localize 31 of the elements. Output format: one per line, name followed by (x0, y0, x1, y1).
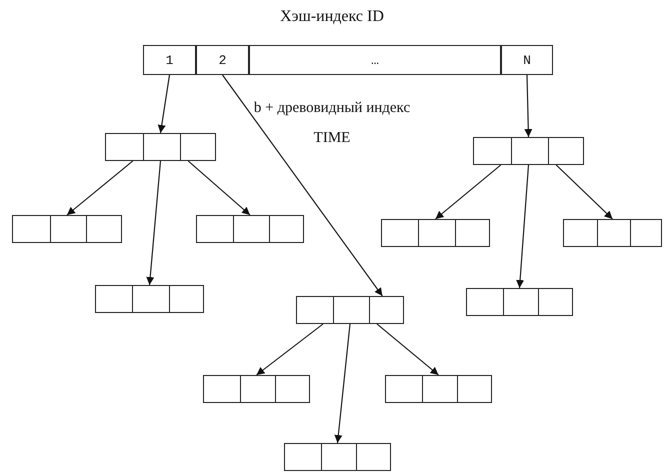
tree-node-box (95, 285, 204, 313)
index-label: b + древовидный индекс (252, 100, 412, 117)
arrow (376, 324, 439, 376)
tree-node-box (381, 219, 490, 247)
tree-node-box (466, 288, 573, 316)
index-label: TIME (312, 130, 352, 147)
tree-node-box (385, 375, 492, 403)
arrow (146, 160, 162, 286)
arrow (556, 164, 613, 220)
arrow (256, 324, 324, 376)
tree-node-box (12, 215, 122, 243)
tree-node-box (105, 133, 216, 161)
arrow (66, 160, 134, 216)
hash-table-slot: 2 (196, 45, 249, 75)
arrow (524, 74, 532, 138)
diagram-title: Хэш-индекс ID (279, 8, 385, 26)
tree-node-box (284, 443, 391, 471)
arrow (222, 74, 383, 296)
hash-table-slot: N (501, 45, 553, 75)
hash-table-slot: … (249, 45, 501, 75)
arrow (334, 324, 351, 444)
tree-node-box (473, 137, 584, 165)
tree-node-box (563, 219, 662, 247)
hash-table-slot: 1 (143, 45, 196, 75)
arrow (516, 164, 530, 288)
arrow (158, 74, 170, 134)
tree-node-box (203, 375, 310, 403)
tree-node-box (196, 215, 304, 243)
arrow (435, 164, 502, 220)
tree-node-box (296, 296, 404, 324)
arrow (188, 160, 250, 216)
